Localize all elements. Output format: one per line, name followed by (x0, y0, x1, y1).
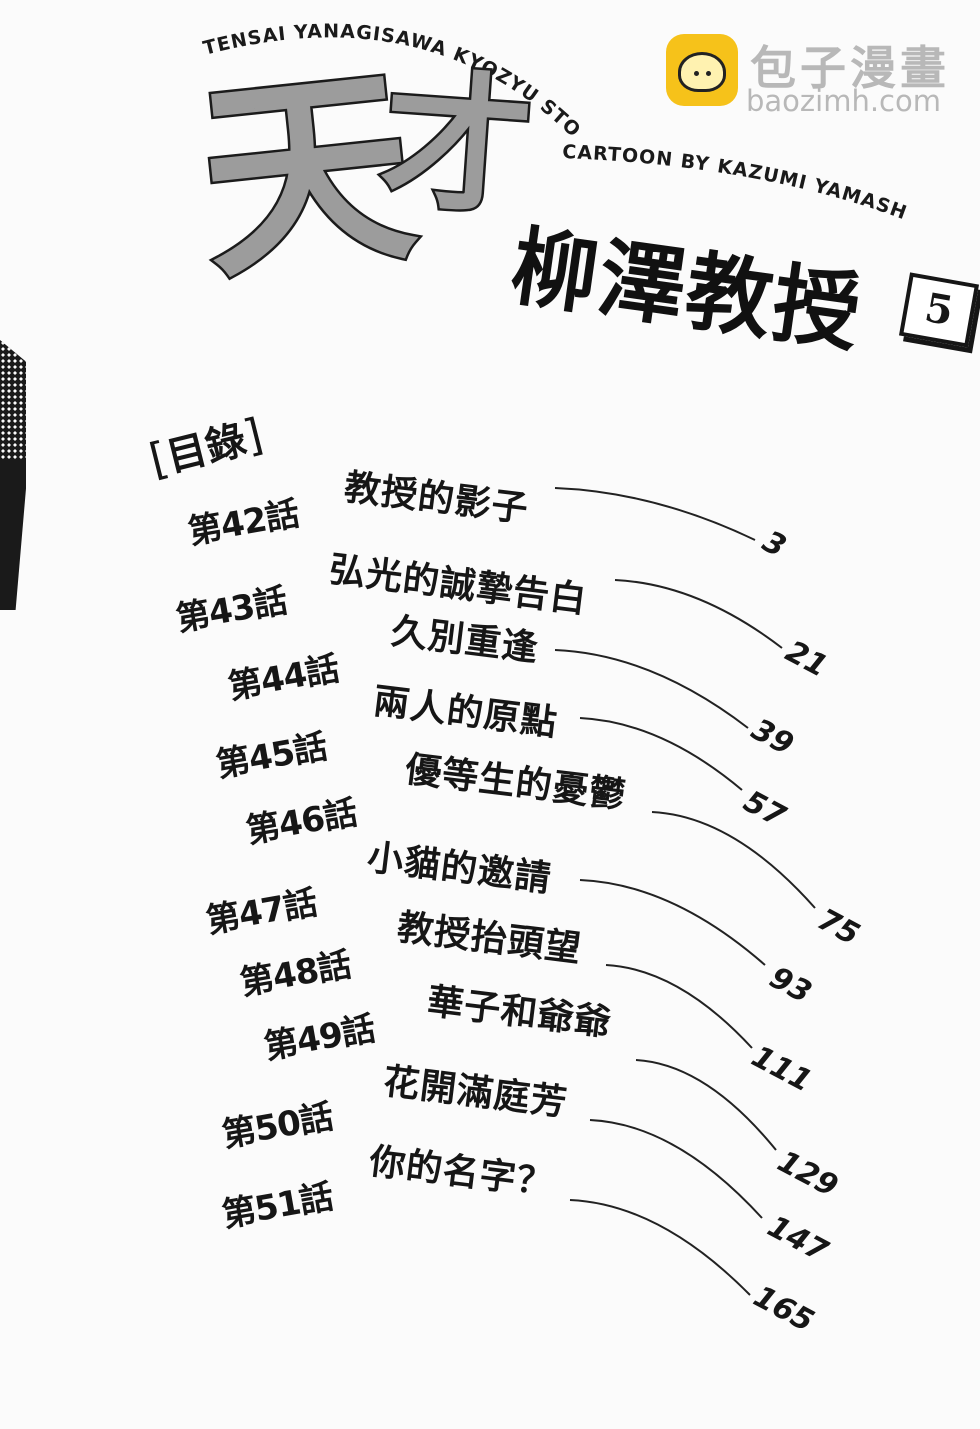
leader-line (589, 1119, 763, 1219)
leader-line (651, 811, 816, 909)
bun-logo-icon (666, 34, 738, 106)
series-arc-lettering: TENSAI YANAGISAWA KYOZYU STORY & CARTOON… (0, 0, 909, 224)
leader-line (579, 717, 743, 791)
left-page-edge (0, 340, 26, 610)
toc-entry: 第51話你的名字？165 (0, 0, 980, 1339)
leader-line (579, 879, 766, 966)
leader-line (569, 1199, 751, 1296)
leader-line (605, 964, 753, 1049)
leader-line (614, 579, 783, 649)
watermark-name: 包子漫畫 (750, 41, 950, 95)
leader-line (554, 487, 756, 541)
watermark-url: baozimh.com (746, 84, 941, 118)
leader-line (635, 1059, 777, 1151)
watermark: 包子漫畫 baozimh.com (666, 34, 966, 118)
leader-line (554, 649, 749, 729)
